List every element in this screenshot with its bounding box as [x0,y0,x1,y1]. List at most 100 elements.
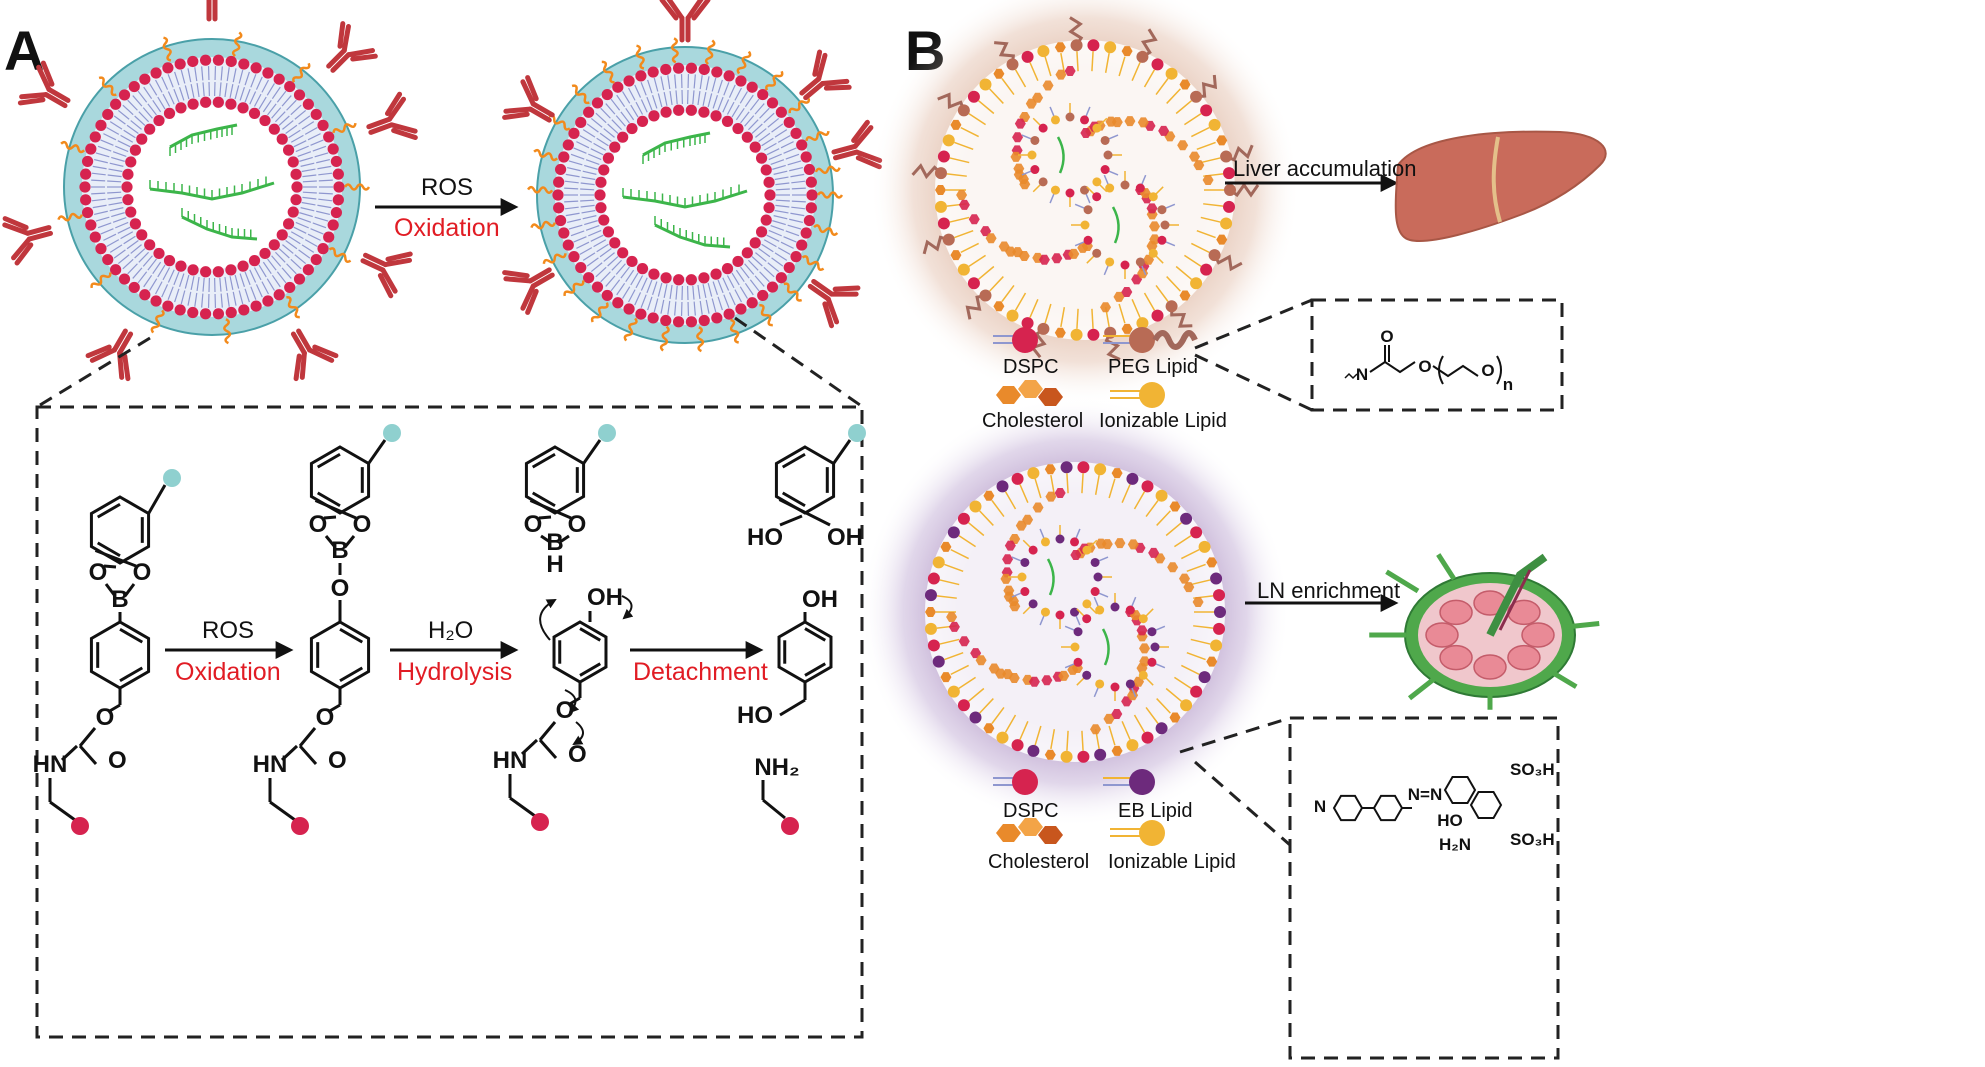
lipid-dot [781,817,799,835]
lipid-dot [531,813,549,831]
arrow1-oxidation: Oxidation [175,658,281,686]
chemistry-zoom-box [35,405,864,1039]
arrow2-h2o: H₂O [428,617,474,644]
atom-label: O [1380,327,1393,346]
legend-bottom-icons [993,769,1165,846]
atom-label: N [1356,365,1368,384]
liposome-after [502,0,883,353]
atom-label: O [309,511,328,538]
legend-bottom-ionizable: Ionizable Lipid [1108,851,1236,873]
zoom-line-right [734,316,861,407]
panel-a-letter: A [4,19,45,82]
legend-top-ionizable: Ionizable Lipid [1099,410,1227,432]
atom-label: HN [493,747,528,774]
zoom-line-left [39,336,151,407]
atom-label: SO₃H [1510,830,1555,849]
atom-label: SO₃H [1510,760,1555,779]
atom-label: O [108,747,127,774]
atom-label: O [568,511,587,538]
antibody-icon [799,49,852,101]
benzene-ring [552,620,608,684]
atom-label: O [316,704,335,731]
atom-label: B [111,586,128,613]
atom-label: N=N [1408,785,1442,804]
liver-accumulation-label: Liver accumulation [1233,156,1417,181]
rna-icon [622,131,748,249]
eb-structure-box [1288,716,1560,1060]
ligand-dot [848,424,866,442]
ligand-dot [163,469,181,487]
atom-label: O [331,575,350,602]
atom-label: B [331,537,348,564]
ligand-dot [383,424,401,442]
antibody-icon [659,0,711,43]
atom-label: NH₂ [754,754,799,781]
lnp-eb [860,397,1290,827]
peg-structure-box [1310,298,1564,412]
atom-label: O [89,559,108,586]
atom-label: OH [587,584,623,611]
legend-top-dspc: DSPC [1003,356,1059,378]
liposome-before [2,0,418,382]
atom-label: OH [802,586,838,613]
atom-label: O [524,511,543,538]
antibody-icon [206,0,218,22]
atom-label: HO [737,702,773,729]
ligand-dot [598,424,616,442]
legend-top-icons [993,327,1198,408]
legend-bottom-dspc: DSPC [1003,800,1059,822]
eb-structure: N N=N HO H₂N SO₃H SO₃H [1314,760,1555,854]
atom-label: O [353,511,372,538]
antibody-icon [17,60,71,109]
antibody-icon [85,328,134,382]
antibody-icon [326,21,378,73]
atom-label: n [1503,375,1513,394]
atom-label: OH [827,524,863,551]
arrow3-detachment: Detachment [633,658,768,686]
antibody-icon [366,91,418,140]
peg-zoom-line-2 [1194,353,1313,412]
rna-icon [149,123,275,241]
top-arrow-oxidation: Oxidation [394,214,500,242]
benzene-ring [309,620,371,690]
legend-bottom-cholesterol: Cholesterol [988,851,1090,873]
arrow1-ros: ROS [202,617,255,644]
antibody-icon [2,216,54,266]
liver-illustration [1394,130,1607,242]
antibody-icon [360,251,413,299]
atom-label: O [328,747,347,774]
atom-label: HO [1437,811,1463,830]
lymph-node-illustration [1369,553,1600,710]
benzene-ring [89,620,151,690]
atom-label: B [546,529,563,556]
antibody-icon [807,278,861,329]
atom-label: N [1314,797,1326,816]
ln-enrichment-label: LN enrichment [1257,578,1401,603]
benzene-ring [777,620,833,684]
antibody-icon [290,328,339,382]
legend-bottom-eb-lipid: EB Lipid [1118,800,1193,822]
atom-label: H [546,551,563,578]
atom-label: HN [253,751,288,778]
atom-label: H₂N [1439,835,1471,854]
antibody-icon [502,267,555,315]
atom-label: HN [33,751,68,778]
atom-label: O [1481,361,1494,380]
eb-zoom-line-1 [1179,716,1291,754]
atom-label: O [96,704,115,731]
arrow2-hydrolysis: Hydrolysis [397,658,513,686]
legend-top-cholesterol: Cholesterol [982,410,1084,432]
atom-label: HO [747,524,783,551]
peg-zoom-line-1 [1194,298,1313,350]
lnp-peg [870,0,1300,405]
lipid-dot [71,817,89,835]
atom-label: O [568,741,587,768]
atom-label: O [133,559,152,586]
eb-zoom-line-2 [1194,760,1291,847]
atom-label: O [1418,357,1431,376]
antibody-icon [502,75,555,123]
top-arrow-ros: ROS [421,174,474,201]
